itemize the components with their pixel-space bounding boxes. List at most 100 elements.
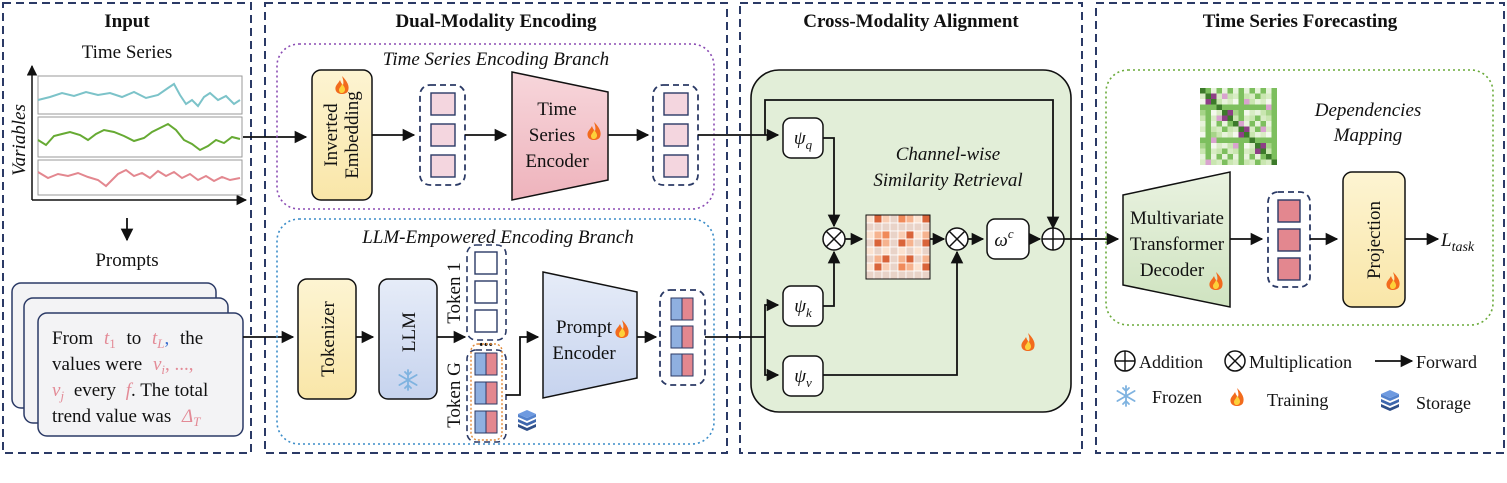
- dependency-cell: [1255, 93, 1261, 99]
- dependency-cell: [1227, 154, 1233, 160]
- token-ellipsis: ...: [479, 330, 493, 351]
- psiq-to-mult-arrow: [823, 137, 841, 228]
- llm-token-column: ...: [466, 244, 507, 443]
- similarity-cell: [905, 222, 915, 232]
- prompt-cards: From t1 to tL, the values were vi, ..., …: [11, 282, 244, 437]
- dependency-cell: [1227, 88, 1233, 94]
- similarity-cell: [913, 254, 923, 264]
- ts-branch-frame: [276, 43, 715, 210]
- dependency-cell: [1205, 126, 1211, 132]
- dependency-cell: [1271, 88, 1277, 94]
- loss-label: Ltask: [1440, 230, 1475, 255]
- variables-axis-label: Variables: [9, 104, 30, 176]
- dependency-cell: [1255, 148, 1261, 154]
- dependency-cell: [1222, 143, 1228, 149]
- tokens-to-prompt-enc-arrow: [506, 330, 540, 396]
- dependency-cell: [1211, 99, 1217, 105]
- similarity-cell: [873, 262, 883, 272]
- dependency-cell: [1216, 132, 1222, 138]
- dependency-cell: [1260, 121, 1266, 127]
- similarity-cell: [913, 222, 923, 232]
- dependency-cell: [1244, 159, 1250, 165]
- dependency-cell: [1260, 159, 1266, 165]
- dependency-cell: [1238, 115, 1244, 121]
- dependency-cell: [1249, 88, 1255, 94]
- similarity-cell: [881, 238, 891, 248]
- psi-k-label: ψk: [794, 296, 812, 320]
- dependency-cell: [1260, 110, 1266, 116]
- similarity-cell: [913, 214, 923, 224]
- dependency-cell: [1200, 154, 1206, 160]
- dependency-cell: [1227, 104, 1233, 110]
- dependency-cell: [1266, 88, 1272, 94]
- dependency-cell: [1205, 159, 1211, 165]
- legend-training-icon: [1230, 388, 1244, 406]
- dependency-cell: [1266, 93, 1272, 99]
- dependency-cell: [1255, 159, 1261, 165]
- similarity-cell: [873, 254, 883, 264]
- dependency-cell: [1216, 115, 1222, 121]
- dependency-cell: [1227, 99, 1233, 105]
- dependency-cell: [1260, 137, 1266, 143]
- similarity-cell: [865, 222, 875, 232]
- similarity-cell: [881, 214, 891, 224]
- llm-branch-frame: [276, 218, 715, 445]
- dual-title: Dual-Modality Encoding: [395, 11, 597, 32]
- dependency-cell: [1244, 104, 1250, 110]
- token-1-label: Token 1: [444, 262, 465, 323]
- dependency-cell: [1222, 115, 1228, 121]
- time-series-plot: Variables: [9, 64, 248, 206]
- prompt-line-4: trend value was ΔT: [52, 406, 201, 429]
- dependency-cell: [1233, 159, 1239, 165]
- dependency-cell: [1200, 132, 1206, 138]
- dependency-cell: [1200, 121, 1206, 127]
- dependency-cell: [1244, 132, 1250, 138]
- dependency-cell: [1200, 159, 1206, 165]
- dependency-cell: [1205, 93, 1211, 99]
- dependency-cell: [1222, 154, 1228, 160]
- similarity-cell: [889, 222, 899, 232]
- similarity-cell: [873, 270, 883, 280]
- psi-v-box: [782, 355, 824, 397]
- similarity-cell: [865, 238, 875, 248]
- similarity-cell: [897, 230, 907, 240]
- legend-storage: Storage: [1416, 393, 1471, 413]
- dependency-cell: [1216, 104, 1222, 110]
- dependency-cell: [1260, 132, 1266, 138]
- dependency-cell: [1266, 137, 1272, 143]
- similarity-cell: [905, 270, 915, 280]
- dependency-cell: [1205, 137, 1211, 143]
- dependency-cell: [1233, 110, 1239, 116]
- llm-box: [378, 278, 438, 400]
- legend-addition: Addition: [1139, 352, 1203, 372]
- similarity-cell: [865, 246, 875, 256]
- dependency-cell: [1255, 115, 1261, 121]
- dependency-cell: [1249, 159, 1255, 165]
- tokenizer-label: Tokenizer: [318, 300, 339, 376]
- legend-frozen: Frozen: [1152, 387, 1202, 407]
- dependency-cell: [1216, 99, 1222, 105]
- dependency-cell: [1255, 132, 1261, 138]
- dependency-cell: [1216, 93, 1222, 99]
- similarity-cell: [921, 214, 931, 224]
- legend-frozen-icon: [1116, 385, 1136, 407]
- similarity-cell: [889, 262, 899, 272]
- dependency-cell: [1222, 99, 1228, 105]
- dependency-cell: [1255, 137, 1261, 143]
- dependency-cell: [1211, 148, 1217, 154]
- dependency-cell: [1211, 137, 1217, 143]
- dependency-cell: [1233, 148, 1239, 154]
- dependency-cell: [1211, 93, 1217, 99]
- dependency-cell: [1271, 121, 1277, 127]
- dependency-cell: [1266, 154, 1272, 160]
- similarity-cell: [921, 254, 931, 264]
- dependency-cell: [1233, 126, 1239, 132]
- dependency-cell: [1222, 137, 1228, 143]
- time-series-label: Time Series: [82, 42, 173, 63]
- dependency-cell: [1222, 148, 1228, 154]
- dependency-cell: [1238, 148, 1244, 154]
- dependency-cell: [1233, 99, 1239, 105]
- dependency-cell: [1260, 143, 1266, 149]
- dependency-cell: [1222, 88, 1228, 94]
- dependency-cell: [1266, 126, 1272, 132]
